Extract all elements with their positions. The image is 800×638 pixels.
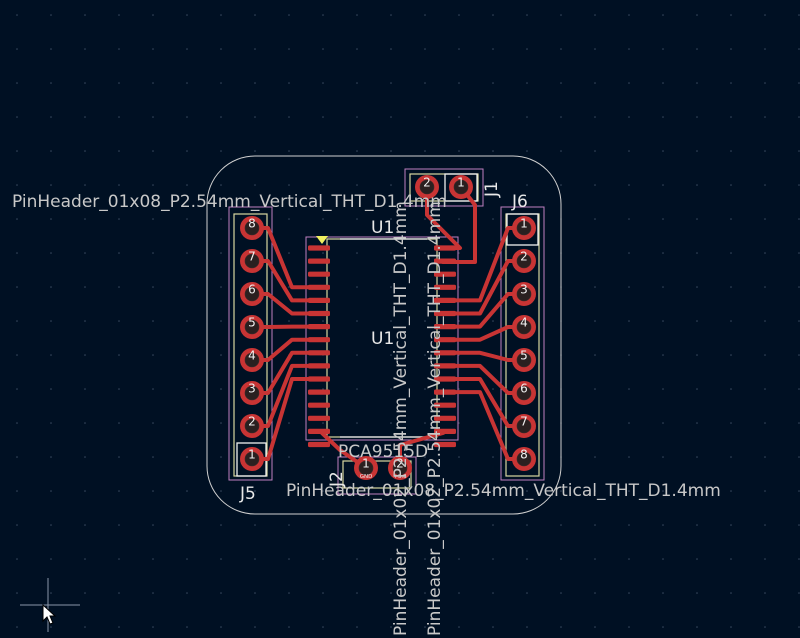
u1-left-pad-8[interactable] [308, 337, 330, 343]
board-edge-outline [206, 155, 562, 515]
j1-pad-2-number: 2 [423, 176, 431, 190]
u1-right-pad-14[interactable] [434, 415, 456, 421]
j6-pad-5-number: 5 [520, 349, 528, 363]
crosshair-cursor-icon [20, 578, 80, 632]
j6-pad-5[interactable]: 5 [512, 348, 536, 372]
j6-pad-1-number: 1 [520, 217, 528, 231]
j5-pad-7-number: 7 [248, 250, 256, 264]
u1-right-pad-9[interactable] [434, 350, 456, 356]
j5-pad-3[interactable]: 3 [240, 381, 264, 405]
u1-right-pad-13[interactable] [434, 402, 456, 408]
j5-pad-8[interactable]: 8 [240, 216, 264, 240]
u1-left-pad-11[interactable] [308, 376, 330, 382]
u1-left-pad-2[interactable] [308, 258, 330, 264]
j1-ref-label: J1 [482, 181, 502, 198]
j5-pad-4-number: 4 [248, 349, 256, 363]
j2-pad-2-number: 2 [396, 457, 404, 471]
j5-pad-6[interactable]: 6 [240, 282, 264, 306]
j6-ref-label: J6 [511, 192, 528, 212]
u1-ref-top: U1 [371, 218, 394, 238]
u1-left-pad-14[interactable] [308, 415, 330, 421]
j5-pad-1[interactable]: 1 [240, 447, 264, 471]
j6-pad-1[interactable]: 1 [512, 216, 536, 240]
u1-left-pad-3[interactable] [308, 271, 330, 277]
j1-silk [444, 173, 478, 202]
j6-pad-4-number: 4 [520, 316, 528, 330]
j6-courtyard [500, 206, 545, 481]
j6-pad-7-number: 7 [520, 415, 528, 429]
u1-right-pad-10[interactable] [434, 363, 456, 369]
grid-dots [16, 14, 800, 628]
u1-ref-center: U1 [371, 329, 394, 349]
mouse-pointer-icon [42, 603, 57, 625]
j2-pad-2[interactable]: 2 [388, 456, 412, 480]
u1-left-pad-4[interactable] [308, 284, 330, 290]
j5-pad-5[interactable]: 5 [240, 315, 264, 339]
u1-left-pad-6[interactable] [308, 310, 330, 317]
j1-body [409, 173, 479, 202]
j5-courtyard [228, 206, 273, 481]
j6-pad-6-number: 6 [520, 382, 528, 396]
u1-left-pad-1[interactable] [308, 245, 330, 251]
j6-pad-7[interactable]: 7 [512, 414, 536, 438]
u1-right-pad-3[interactable] [434, 271, 456, 277]
j6-pad-3-number: 3 [520, 283, 528, 297]
j2-pad-1[interactable]: 1 [354, 456, 378, 480]
u1-left-pad-7[interactable] [308, 324, 330, 330]
j5-pad-7[interactable]: 7 [240, 249, 264, 273]
j5-pad-1-number: 1 [248, 448, 256, 462]
j5-pad-3-number: 3 [248, 382, 256, 396]
j6-pad-6[interactable]: 6 [512, 381, 536, 405]
j5-ref-label: J5 [239, 484, 256, 504]
j5-pad-2[interactable]: 2 [240, 414, 264, 438]
j6-pad-2-number: 2 [520, 250, 528, 264]
u1-left-pad-12[interactable] [308, 389, 330, 395]
j2-body [342, 460, 412, 489]
u1-right-pad-6[interactable] [434, 310, 456, 317]
u1-left-pad-10[interactable] [308, 363, 330, 369]
u1-value-label: PCA9515D [338, 442, 428, 462]
j6-pad-4[interactable]: 4 [512, 315, 536, 339]
u1-right-pad-5[interactable] [434, 297, 456, 303]
u1-right-pad-1[interactable] [434, 245, 456, 251]
u1-left-pad-5[interactable] [308, 297, 330, 303]
u1-right-pad-7[interactable] [434, 324, 456, 330]
u1-right-pad-8[interactable] [434, 337, 456, 343]
u1-right-pad-12[interactable] [434, 389, 456, 395]
j2-pad-2-net: +3.3 [393, 474, 407, 480]
j6-pad-3[interactable]: 3 [512, 282, 536, 306]
j2-courtyard [337, 456, 417, 495]
u1-right-pad-2[interactable] [434, 258, 456, 264]
j5-value-label: PinHeader_01x08_P2.54mm_Vertical_THT_D1.… [12, 192, 447, 212]
j6-value-label: PinHeader_01x08_P2.54mm_Vertical_THT_D1.… [286, 481, 721, 501]
j1-pad-2[interactable]: 2 [415, 175, 439, 199]
j6-pad-8-number: 8 [520, 448, 528, 462]
j6-pad-2[interactable]: 2 [512, 249, 536, 273]
j5-pad-5-number: 5 [248, 316, 256, 330]
j2-value-label-rotated: PinHeader_01x02_P2.54mm_Vertical_THT_D1.… [425, 201, 445, 636]
j1-pad-1-number: 1 [457, 176, 465, 190]
u1-left-pad-13[interactable] [308, 402, 330, 408]
u1-left-pad-16[interactable] [308, 441, 330, 448]
u1-right-pad-11[interactable] [434, 376, 456, 382]
pin1-marker-icon [316, 236, 328, 244]
j1-courtyard [404, 168, 484, 207]
u1-left-pad-15[interactable] [308, 428, 330, 434]
u1-left-pad-9[interactable] [308, 350, 330, 356]
j5-pad-4[interactable]: 4 [240, 348, 264, 372]
j1-pad-1[interactable]: 1 [449, 175, 473, 199]
j5-pad-8-number: 8 [248, 217, 256, 231]
j1-value-label-rotated: PinHeader_01x02_P2.54mm_Vertical_THT_D1.… [391, 201, 411, 636]
j2-ref-label: J2 [327, 471, 347, 488]
j5-pad-6-number: 6 [248, 283, 256, 297]
j6-pad-8[interactable]: 8 [512, 447, 536, 471]
u1-right-pad-4[interactable] [434, 284, 456, 290]
j5-pad-2-number: 2 [248, 415, 256, 429]
j2-pad-1-net: GND [360, 474, 373, 480]
u1-right-pad-16[interactable] [434, 441, 456, 448]
u1-right-pad-15[interactable] [434, 428, 456, 434]
j2-pad-1-number: 1 [362, 457, 370, 471]
